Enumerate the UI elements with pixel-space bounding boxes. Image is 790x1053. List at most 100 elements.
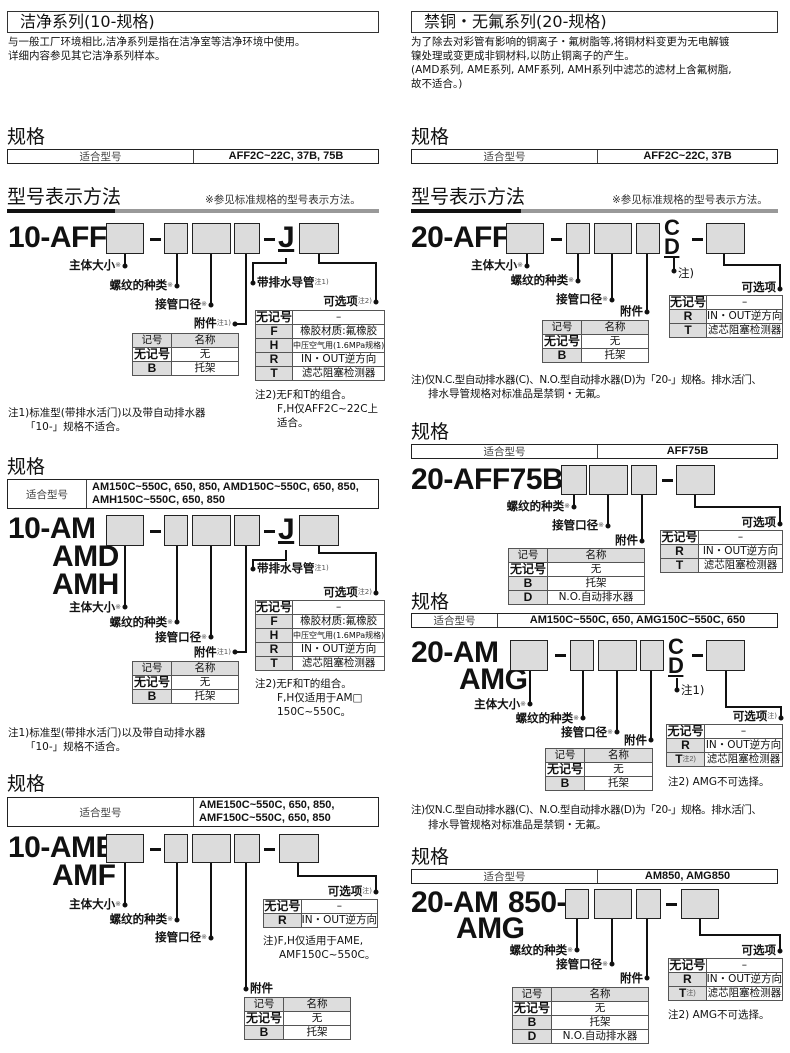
copper-free-title: 禁铜・无氟系列(20-规格) <box>411 11 778 33</box>
text-common-B: B <box>244 1025 284 1040</box>
text-common-n: 注) <box>686 990 696 997</box>
text-common-T_d: 滤芯阻塞检测器 <box>705 986 784 1001</box>
note-line1: 注)F,H仅适用于AME, <box>263 935 364 947</box>
note-line2: 排水导管规格对标准品是禁铜・无氟。 <box>428 388 607 400</box>
size-box <box>106 223 144 254</box>
text-common-ast: ※ <box>602 960 608 968</box>
text-common-option: 可选项 <box>327 884 363 898</box>
label-accessory: 附件注1) <box>194 645 231 659</box>
text-common-D: D <box>508 590 548 605</box>
text-common-name: 名称 <box>547 548 645 563</box>
drain-c: C <box>664 215 680 240</box>
text-common-ast: ※ <box>115 900 121 908</box>
label-port: 接管口径※ <box>155 297 207 311</box>
text-common-bracket: 托架 <box>581 348 649 363</box>
text-common-T: T <box>254 656 294 671</box>
spec-table: 适合型号 AM850, AMG850 <box>411 869 778 884</box>
text-common-nosym: 无记号 <box>660 530 699 545</box>
spec-heading: 规格 <box>7 773 46 795</box>
dash <box>264 238 275 241</box>
connector-dots <box>122 263 784 992</box>
port-box <box>589 465 628 495</box>
text-common-thread: 螺纹的种类 <box>109 615 168 629</box>
text-common-T_d: 滤芯阻塞检测器 <box>698 558 783 573</box>
text-common-n: 注) <box>767 712 777 720</box>
drain-j: J <box>278 513 295 546</box>
connectors-right-3 <box>529 671 782 740</box>
text-common-ast: ※ <box>520 700 526 708</box>
copper-desc-4: 故不适合。) <box>411 78 463 90</box>
label-thread: 螺纹的种类※ <box>511 273 574 287</box>
accessory-box <box>636 223 660 254</box>
size-box <box>106 515 144 546</box>
text-common-port: 接管口径 <box>155 297 202 311</box>
text-common-nosym: 无记号 <box>668 295 708 310</box>
thread-box <box>561 465 587 495</box>
text-left-s2-models-0: AM150C~550C, 650, 850, AMD150C~550C, 650… <box>92 481 359 493</box>
text-common-F_d: 橡胶材质:氟橡胶 <box>292 614 386 629</box>
model-code-size: 850- <box>508 886 567 919</box>
model-code-alt: AMG <box>456 912 525 945</box>
copper-desc-2: 镍处理或变更成非铜材料,以防止铜离子的产生。 <box>411 50 635 62</box>
text-common-port: 接管口径 <box>552 518 599 532</box>
text-common-port: 接管口径 <box>561 725 608 739</box>
label-drain: 带排水导管注1) <box>257 561 329 575</box>
spec-heading: 规格 <box>7 126 46 148</box>
spec-table: 适合型号 AFF2C~22C, 37B <box>411 149 778 164</box>
dash <box>692 238 703 241</box>
drain-d: D <box>664 234 680 259</box>
note1-line1: 注1)标准型(带排水活门)以及带自动排水器 <box>8 407 206 419</box>
text-common-ast: ※ <box>602 295 608 303</box>
clean-series-title: 洁净系列(10-规格) <box>7 11 379 33</box>
dash <box>555 654 566 657</box>
port-box <box>594 889 632 919</box>
text-common-port: 接管口径 <box>556 957 603 971</box>
label-thread: 螺纹的种类※ <box>516 711 579 725</box>
text-right-s3-models: AM150C~550C, 650, AMG150C~550C, 650 <box>529 614 746 626</box>
model-code-alt: AMF <box>52 859 116 892</box>
spec-table: 适合型号 AM150C~550C, 650, AMG150C~550C, 650 <box>411 613 778 628</box>
text-common-sym: 记号 <box>542 320 582 335</box>
spec-heading: 规格 <box>411 421 450 443</box>
text-common-R_d: IN・OUT逆方向 <box>704 738 783 753</box>
model-code: 20-AFF75B- <box>411 463 573 496</box>
spec-table: 适合型号 AME150C~550C, 650, 850,AMF150C~550C… <box>7 797 379 827</box>
dash <box>150 848 161 851</box>
accessory-box <box>234 834 260 863</box>
size-box <box>106 834 144 863</box>
note-line2: 排水导管规格对标准品是禁铜・无氟。 <box>428 819 607 831</box>
label-size: 主体大小※ <box>69 258 121 272</box>
text-common-accessory: 附件 <box>193 316 217 330</box>
text-common-n2: 注2) <box>357 297 372 305</box>
text-common-n1: 注1) <box>216 319 231 327</box>
label-option: 可选项 <box>741 280 777 294</box>
thread-box <box>565 889 589 919</box>
dash <box>662 479 673 482</box>
code-method-note: ※参见标准规格的型号表示方法。 <box>612 194 768 206</box>
copper-desc-1: 为了除去对彩管有影响的铜离子・氟树脂等,将铜材料变更为无电解镀 <box>411 36 730 48</box>
text-common-option: 可选项 <box>323 294 358 308</box>
label-port: 接管口径※ <box>556 957 608 971</box>
text-common-model_label: 适合型号 <box>412 614 498 627</box>
text-common-ast: ※ <box>167 915 173 923</box>
text-common-n1: 注1) <box>216 648 231 656</box>
model-code: 10-AME <box>8 831 116 864</box>
text-common-port: 接管口径 <box>155 630 202 644</box>
clean-desc-2: 详细内容参见其它洁净系列样本。 <box>8 50 166 62</box>
text-common-sym: 记号 <box>545 748 585 763</box>
text-common-accessory: 附件 <box>193 645 217 659</box>
connectors-left-3 <box>124 863 377 989</box>
label-size: 主体大小※ <box>69 600 121 614</box>
text-common-nosym: 无记号 <box>542 334 582 349</box>
text-common-name: 名称 <box>581 320 649 335</box>
option-box <box>299 223 339 254</box>
thread-box <box>164 223 188 254</box>
thread-box <box>570 640 594 671</box>
text-common-T_d: 滤芯阻塞检测器 <box>704 752 783 767</box>
label-thread: 螺纹的种类※ <box>110 615 173 629</box>
text-common-model_label: 适合型号 <box>412 870 598 883</box>
spec-table: 适合型号 AFF75B <box>411 444 778 459</box>
